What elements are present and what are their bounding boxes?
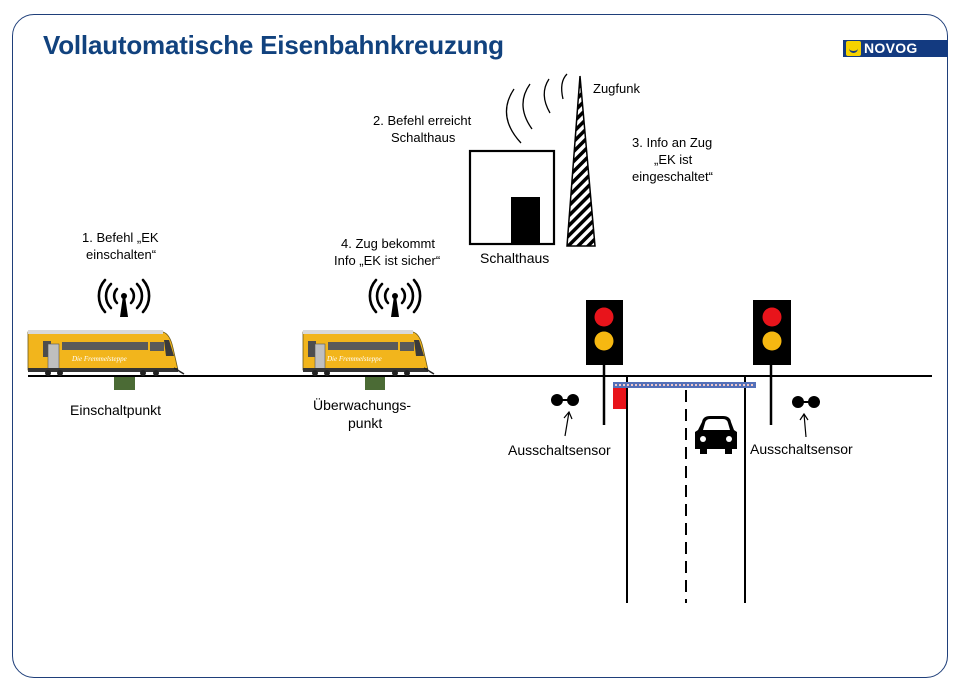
sensor-icon: [792, 396, 820, 438]
slide-frame: [12, 14, 948, 678]
ueberwachungspunkt-sensor: [365, 377, 385, 390]
step3-label-line3: eingeschaltet“: [632, 169, 713, 184]
novog-logo: NOVOG: [843, 40, 948, 57]
ueberwachungspunkt-label-line2: punkt: [348, 415, 383, 431]
step4-label-line1: 4. Zug bekommt: [341, 236, 435, 251]
step3-label-line2: „EK ist: [654, 152, 693, 167]
train-livery-text: Die Fremmelsteppe: [326, 355, 382, 363]
road: [626, 376, 746, 603]
schalthaus-building: [468, 149, 556, 246]
einschaltpunkt-label: Einschaltpunkt: [70, 402, 162, 418]
logo-text: NOVOG: [864, 40, 918, 56]
zugfunk-label: Zugfunk: [593, 81, 640, 96]
traffic-light-icon: [586, 300, 623, 425]
schalthaus-label: Schalthaus: [480, 250, 550, 266]
train-livery-text: Die Fremmelsteppe: [71, 355, 127, 363]
step3-label-line1: 3. Info an Zug: [632, 135, 713, 150]
train-left: Die Fremmelsteppe: [27, 330, 185, 376]
ausschaltsensor-left-label: Ausschaltsensor: [508, 442, 611, 458]
radio-tower-icon: [505, 73, 596, 247]
car-icon: [695, 416, 737, 454]
ueberwachungspunkt-label-line1: Überwachungs-: [313, 397, 412, 413]
traffic-light-icon: [753, 300, 791, 425]
step1-label-line1: 1. Befehl „EK: [82, 230, 159, 245]
einschaltpunkt-sensor: [114, 377, 135, 390]
level-crossing-barrier: [613, 382, 756, 409]
ausschaltsensor-right-label: Ausschaltsensor: [750, 441, 853, 457]
page-title: Vollautomatische Eisenbahnkreuzung: [43, 30, 504, 60]
radio-antenna-icon: [368, 278, 422, 317]
radio-antenna-icon: [97, 278, 151, 317]
step1-label-line2: einschalten“: [86, 247, 157, 262]
step4-label-line2: Info „EK ist sicher“: [334, 253, 441, 268]
step2-label-line1: 2. Befehl erreicht: [373, 113, 472, 128]
logo-sun-icon: [846, 41, 861, 56]
step2-label-line2: Schalthaus: [391, 130, 456, 145]
train-right: Die Fremmelsteppe: [302, 330, 435, 376]
sensor-icon: [551, 394, 579, 437]
